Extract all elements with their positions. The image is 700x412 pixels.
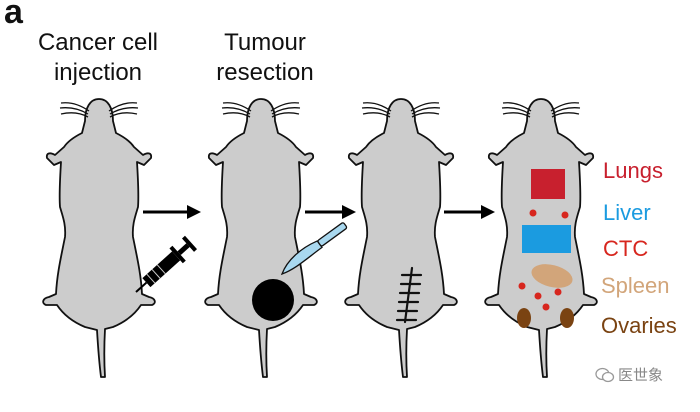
mouse-1 [42, 98, 156, 378]
spleen-shape [531, 264, 573, 288]
legend-lungs: Lungs [603, 158, 663, 183]
lungs-block [531, 169, 565, 199]
step-2-label: Tumour resection [190, 28, 340, 88]
step-2-line-1: Tumour [224, 29, 306, 56]
mouse-3 [344, 98, 458, 378]
suture-stitches [395, 266, 423, 324]
legend-ctc: CTC [603, 236, 649, 261]
wechat-icon [595, 367, 615, 382]
step-2-line-2: resection [216, 59, 314, 86]
legend-spleen: Spleen [601, 273, 670, 298]
arrow-2 [305, 205, 356, 219]
panel-letter: a [4, 0, 23, 31]
ctc-dots [518, 209, 569, 311]
liver-block [522, 225, 571, 253]
step-1-label: Cancer cell injection [18, 28, 178, 88]
arrow-3 [444, 205, 495, 219]
legend-liver: Liver [603, 200, 651, 225]
step-1-line-2: injection [53, 59, 143, 86]
legend-ovaries: Ovaries [601, 313, 677, 338]
ovary-right [560, 308, 574, 328]
ovary-left [517, 308, 531, 328]
tumour-mass [252, 279, 294, 321]
mouse-2 [204, 98, 318, 378]
watermark-text: 医世象 [618, 366, 664, 384]
arrow-1 [143, 205, 201, 219]
step-1-line-1: Cancer cell [37, 29, 159, 56]
scalpel-icon [280, 222, 348, 276]
syringe-icon [135, 235, 198, 293]
watermark: 医世象 [595, 364, 663, 385]
